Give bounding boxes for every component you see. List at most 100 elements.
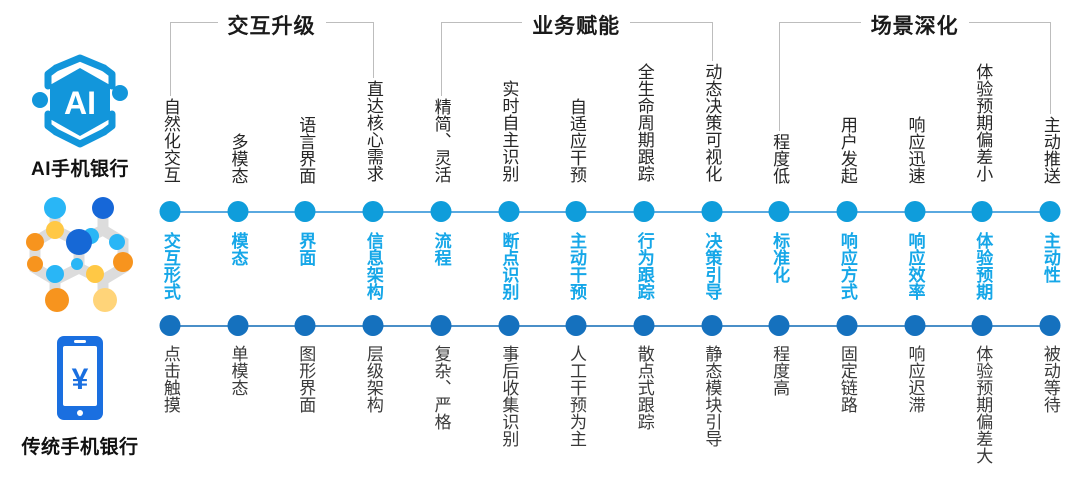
column-top-label: 程度低 — [770, 133, 790, 185]
column-middle-label: 界面 — [296, 232, 316, 266]
upper-node-dot[interactable] — [565, 201, 587, 222]
group-drop-left — [779, 22, 781, 132]
column-top-label: 主动推送 — [1040, 115, 1060, 184]
group-rule-left — [170, 22, 218, 23]
column-top-label: 自适应干预 — [567, 98, 587, 183]
molecule-network-icon — [21, 196, 139, 314]
left-rail: AI AI手机银行 — [0, 0, 160, 489]
column-bottom-label: 体验预期偏差大 — [973, 345, 993, 464]
column-top-label: 用户发起 — [837, 115, 857, 184]
group-rule-left — [779, 22, 861, 23]
column-middle-label: 流程 — [431, 232, 451, 266]
column-bottom-label: 人工干预为主 — [567, 345, 587, 447]
upper-node-dot[interactable] — [294, 201, 316, 222]
upper-node-dot[interactable] — [1039, 201, 1061, 222]
group-bracket-2: 业务赋能 — [0, 10, 1080, 106]
group-rule-right — [630, 22, 712, 23]
group-drop-right — [373, 22, 375, 79]
column-middle-label: 模态 — [228, 232, 248, 266]
group-title: 交互升级 — [227, 15, 316, 38]
column-bottom-label: 点击触摸 — [160, 345, 180, 413]
upper-node-dot[interactable] — [159, 201, 181, 222]
column-middle-label: 响应效率 — [905, 232, 925, 300]
column-middle-label: 断点识别 — [499, 232, 519, 300]
column-bottom-label: 图形界面 — [296, 345, 316, 413]
lower-node-dot[interactable] — [159, 315, 181, 336]
lower-node-dot[interactable] — [836, 315, 858, 336]
lower-node-dot[interactable] — [971, 315, 993, 336]
upper-node-dot[interactable] — [227, 201, 249, 222]
ai-hexagon-icon: AI — [26, 52, 134, 152]
column-top-label: 动态决策可视化 — [702, 62, 722, 182]
column-middle-label: 交互形式 — [160, 232, 180, 300]
column-middle-label: 行为跟踪 — [634, 232, 654, 300]
upper-node-dot[interactable] — [430, 201, 452, 222]
column-top-label: 响应迅速 — [905, 115, 925, 184]
lower-node-dot[interactable] — [1039, 315, 1061, 336]
lower-node-dot[interactable] — [498, 315, 519, 336]
upper-node-dot[interactable] — [498, 201, 519, 222]
group-drop-left — [440, 22, 442, 96]
column-bottom-label: 程度高 — [770, 345, 790, 396]
column-top-label: 多模态 — [228, 133, 248, 185]
column-bottom-label: 响应迟滞 — [905, 345, 925, 413]
group-bracket-1: 交互升级 — [0, 10, 1080, 106]
column-middle-label: 标准化 — [770, 232, 790, 283]
lower-node-dot[interactable] — [565, 315, 587, 336]
svg-text:AI: AI — [64, 85, 96, 121]
column-top-label: 自然化交互 — [160, 98, 180, 183]
group-rule-right — [325, 22, 374, 23]
column-bottom-label: 事后收集识别 — [499, 345, 519, 447]
lower-node-dot[interactable] — [294, 315, 316, 336]
column-middle-label: 响应方式 — [837, 232, 857, 300]
upper-timeline-track — [170, 211, 1051, 213]
lower-node-dot[interactable] — [430, 315, 452, 336]
rail-molecule — [0, 196, 160, 314]
column-middle-label: 决策引导 — [702, 232, 722, 300]
group-rule-left — [440, 22, 523, 23]
lower-node-dot[interactable] — [362, 315, 384, 336]
column-top-label: 全生命周期跟踪 — [634, 62, 654, 182]
column-top-label: 直达核心需求 — [363, 80, 383, 183]
rail-ai-mobile-bank: AI AI手机银行 — [0, 52, 160, 181]
group-drop-left — [170, 22, 171, 96]
upper-node-dot[interactable] — [633, 201, 655, 222]
upper-node-dot[interactable] — [836, 201, 858, 222]
column-bottom-label: 复杂、严格 — [431, 345, 451, 430]
column-middle-label: 信息架构 — [363, 232, 383, 300]
column-middle-label: 体验预期 — [973, 232, 993, 300]
group-bracket-3: 场景深化 — [0, 10, 1080, 132]
column-middle-label: 主动性 — [1040, 232, 1060, 283]
rail-traditional-mobile-bank: ¥ 传统手机银行 — [0, 334, 160, 459]
upper-node-dot[interactable] — [768, 201, 790, 222]
lower-node-dot[interactable] — [633, 315, 655, 336]
upper-node-dot[interactable] — [971, 201, 993, 222]
column-bottom-label: 单模态 — [228, 345, 248, 396]
column-bottom-label: 散点式跟踪 — [634, 345, 654, 430]
svg-text:¥: ¥ — [72, 363, 89, 396]
group-drop-right — [711, 22, 713, 61]
column-top-label: 语言界面 — [296, 115, 316, 184]
column-middle-label: 主动干预 — [567, 232, 587, 300]
lower-node-dot[interactable] — [227, 315, 249, 336]
column-bottom-label: 静态模块引导 — [702, 345, 722, 447]
group-title: 场景深化 — [870, 15, 959, 38]
column-bottom-label: 层级架构 — [363, 345, 383, 413]
lower-timeline-track — [170, 325, 1051, 327]
column-bottom-label: 被动等待 — [1040, 345, 1060, 413]
column-bottom-label: 固定链路 — [837, 345, 857, 413]
rail-label-ai: AI手机银行 — [30, 159, 129, 180]
mobile-phone-yen-icon: ¥ — [45, 334, 115, 430]
upper-node-dot[interactable] — [701, 201, 723, 222]
upper-node-dot[interactable] — [904, 201, 926, 222]
column-top-label: 实时自主识别 — [499, 80, 519, 183]
lower-node-dot[interactable] — [768, 315, 790, 336]
group-title: 业务赋能 — [532, 15, 621, 38]
lower-node-dot[interactable] — [701, 315, 723, 336]
lower-node-dot[interactable] — [904, 315, 926, 336]
column-top-label: 体验预期偏差小 — [973, 62, 993, 182]
group-rule-right — [968, 22, 1051, 23]
column-top-label: 精简、灵活 — [431, 98, 451, 183]
upper-node-dot[interactable] — [362, 201, 384, 222]
